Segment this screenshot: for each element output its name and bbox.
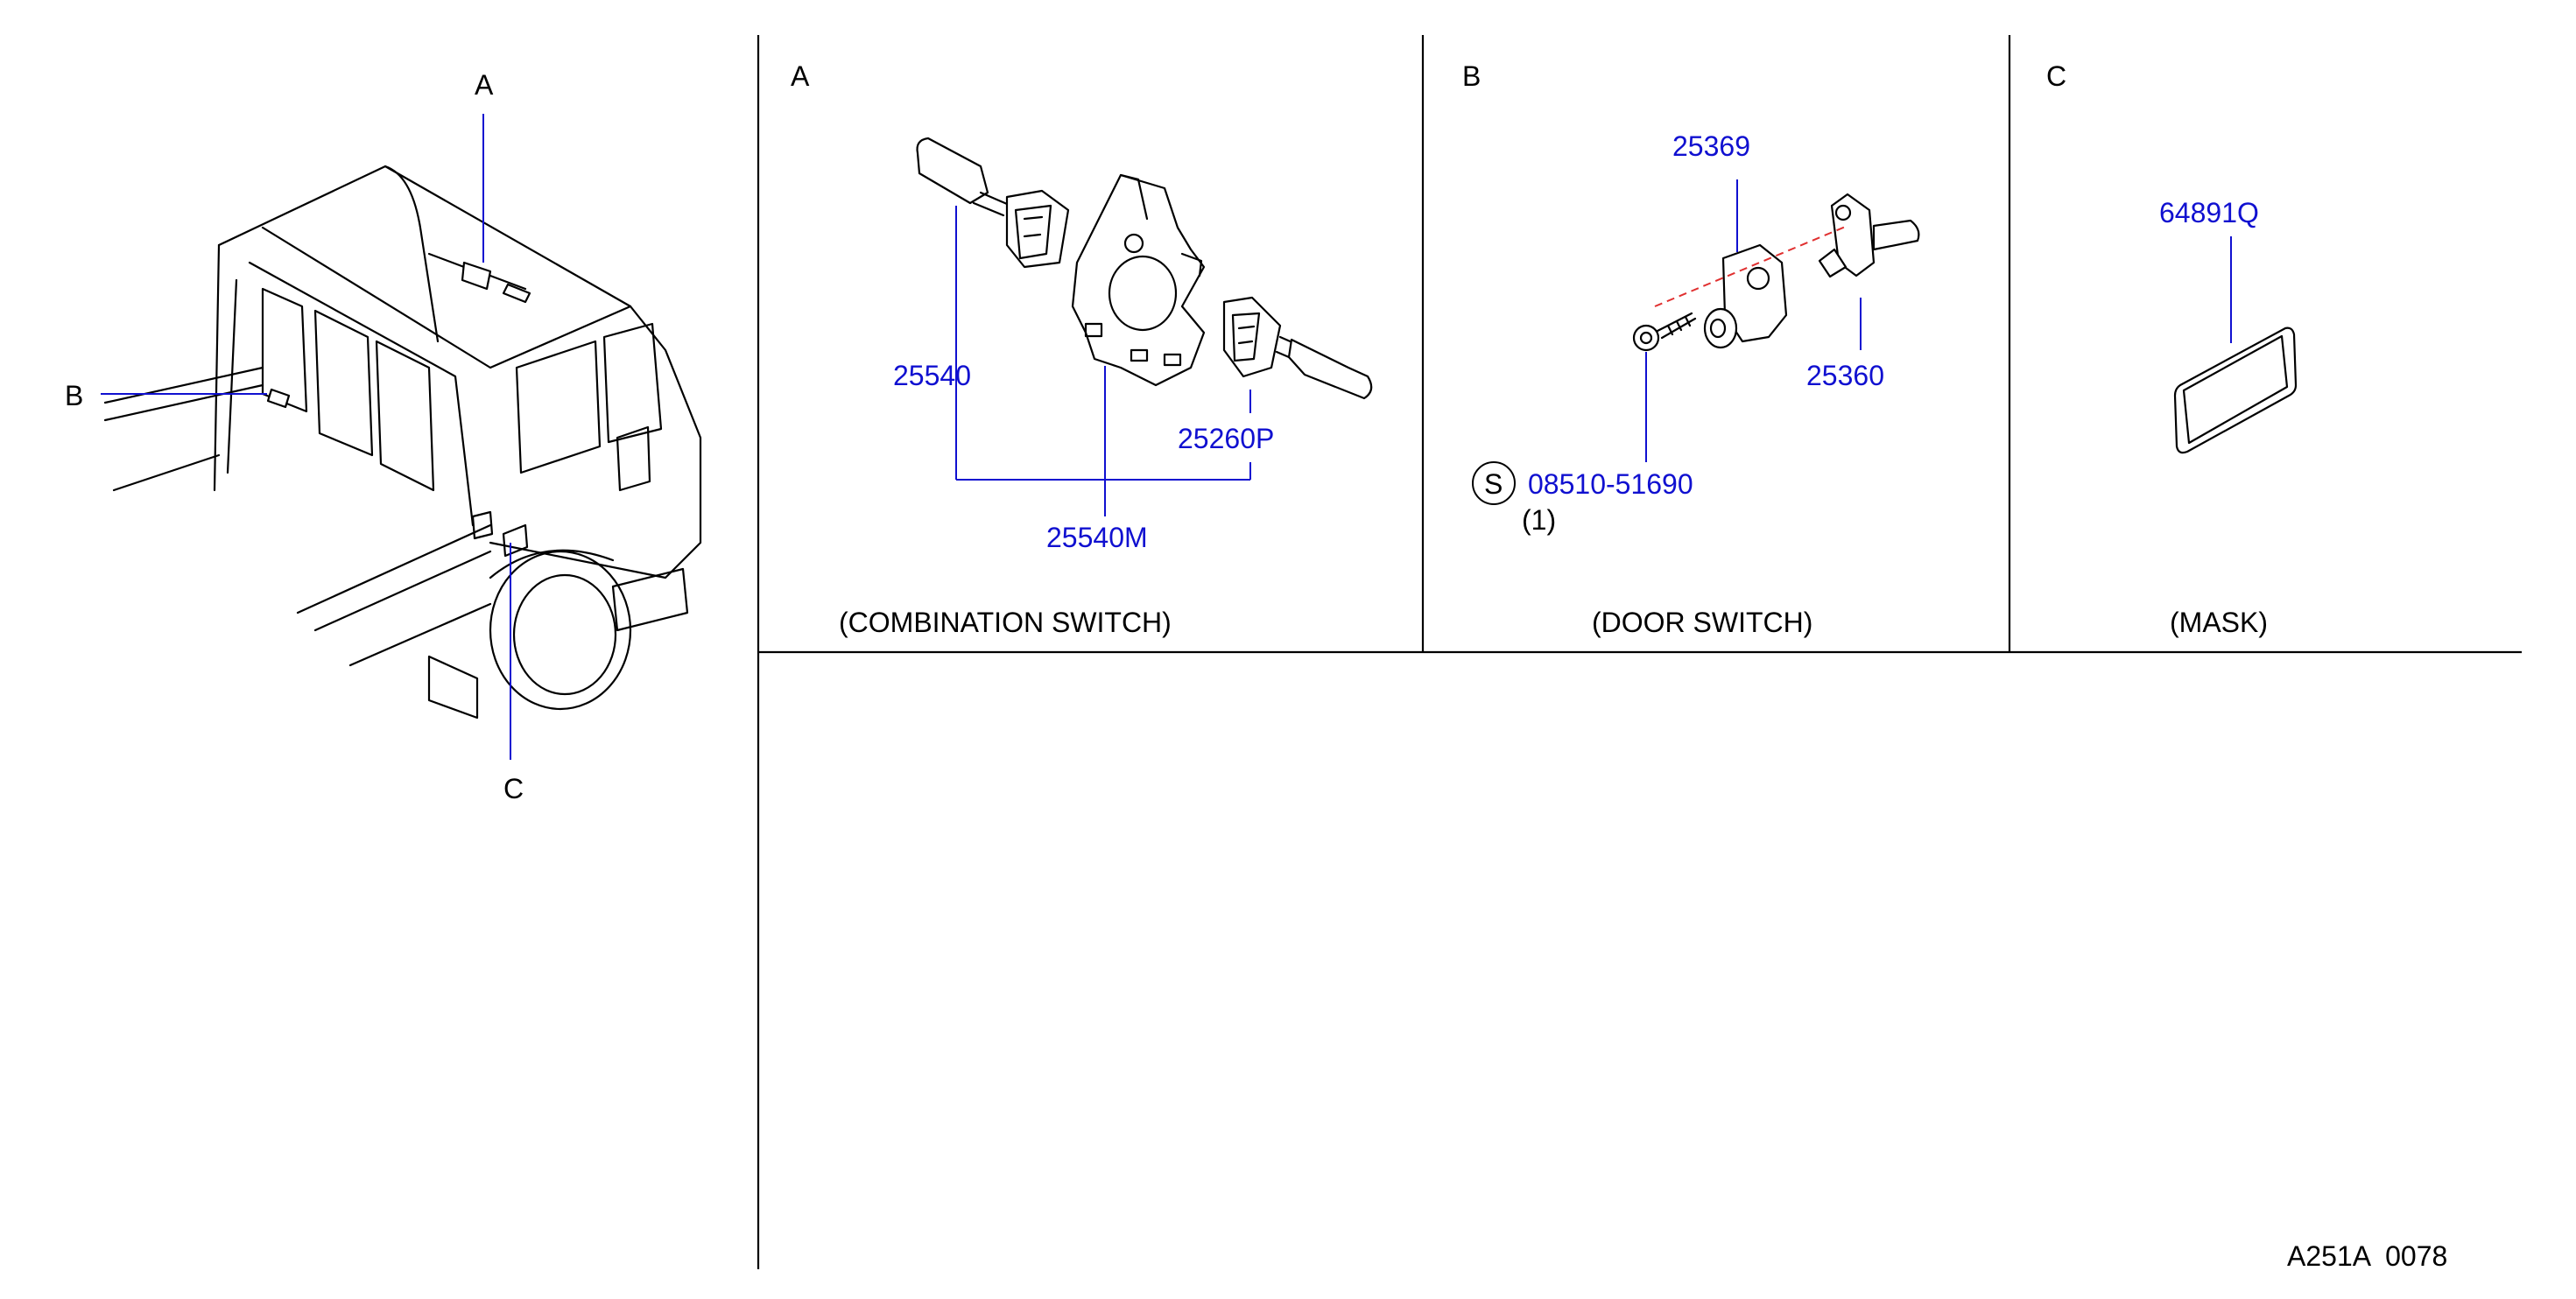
part-number-25360[interactable]: 25360 [1806,360,1884,391]
part-number-64891q[interactable]: 64891Q [2159,197,2259,228]
overview-callout-b: B [65,380,83,411]
part-number-25540[interactable]: 25540 [893,360,971,391]
part-number-25540m[interactable]: 25540M [1046,522,1148,553]
part-number-08510-51690[interactable]: 08510-51690 [1528,468,1693,500]
panel-b-caption: (DOOR SWITCH) [1592,607,1812,638]
panel-a-letter: A [791,60,810,92]
standard-part-letter: S [1484,468,1503,500]
mask-drawing [2173,327,2298,454]
panel-b-letter: B [1462,60,1481,92]
panel-frames [757,35,2522,1269]
part-quantity: (1) [1522,504,1556,536]
part-number-25260p[interactable]: 25260P [1178,423,1274,454]
overview-callout-c: C [503,773,524,804]
part-number-25369[interactable]: 25369 [1672,130,1750,162]
panel-c-caption: (MASK) [2170,607,2268,638]
diagram-code: A251A 0078 [2287,1240,2447,1272]
combination-switch-drawing [916,137,1373,400]
overview-callout-a: A [475,69,494,101]
combination-switch-leaders [955,206,1251,516]
panel-c-letter: C [2046,60,2066,92]
door-switch-leaders [1645,179,1862,462]
standard-part-mark [1472,461,1516,505]
truck-overview [103,165,702,720]
panel-a-caption: (COMBINATION SWITCH) [839,607,1172,638]
door-switch-drawing [1632,193,1920,352]
overview-leaders [101,114,511,760]
